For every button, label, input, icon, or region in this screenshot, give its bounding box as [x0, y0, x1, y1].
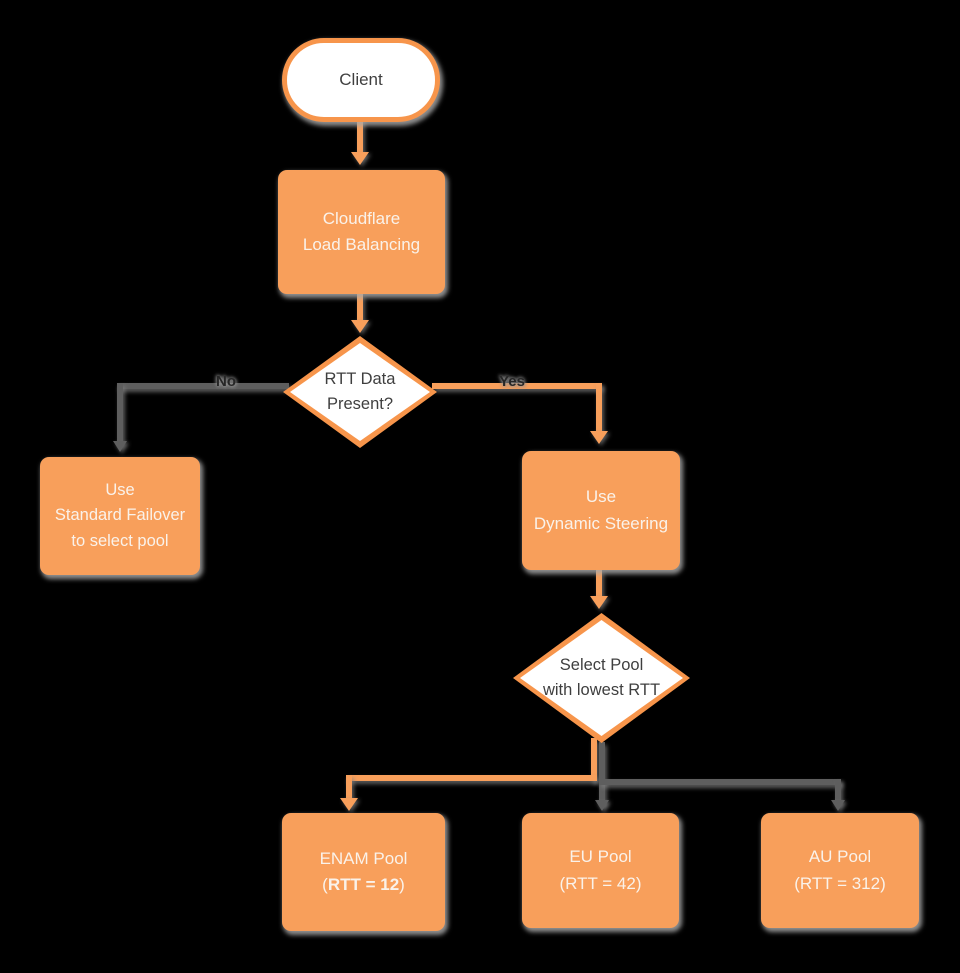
edge-yes-vertical: [596, 383, 602, 433]
arrowhead-into-rtt-diamond-icon: [351, 320, 369, 333]
node-enam-pool: ENAM Pool (RTT = 12): [282, 813, 445, 931]
failover-line3: to select pool: [71, 531, 169, 550]
edge-label-no: No: [216, 373, 236, 390]
arrowhead-into-selectpool-diamond-icon: [590, 596, 608, 609]
failover-line1: Use: [105, 480, 135, 499]
au-line1: AU Pool: [808, 847, 872, 867]
edge-client-to-loadbalancing: [357, 116, 363, 156]
rtt-line2: Present?: [326, 395, 394, 413]
edge-loadbalancing-to-rtt: [357, 294, 363, 322]
selectpool-diamond-label: Select Pool with lowest RTT: [513, 613, 690, 743]
arrowhead-into-loadbalancing-icon: [351, 152, 369, 165]
arrowhead-into-au-icon: [831, 800, 845, 811]
node-select-pool: Select Pool with lowest RTT: [513, 613, 690, 743]
failover-line2: Standard Failover: [54, 506, 186, 525]
arrowhead-into-steering-icon: [590, 431, 608, 444]
edge-no-vertical: [117, 383, 123, 443]
enam-rtt-value: RTT = 12: [327, 875, 400, 894]
enam-line2: (RTT = 12): [322, 872, 405, 898]
steering-line2: Dynamic Steering: [533, 513, 669, 533]
node-au-pool: AU Pool (RTT = 312): [761, 813, 919, 928]
rtt-diamond-label: RTT Data Present?: [283, 336, 437, 448]
node-dynamic-steering: Use Dynamic Steering: [522, 451, 680, 570]
arrowhead-into-enam-icon: [340, 798, 358, 811]
node-load-balancing-line2: Load Balancing: [302, 235, 421, 254]
enam-paren-close: ): [399, 875, 405, 894]
arrowhead-into-eu-icon: [595, 800, 609, 811]
selectpool-line1: Select Pool: [559, 656, 644, 675]
node-rtt-data-present: RTT Data Present?: [283, 336, 437, 448]
edge-yes-horizontal: [432, 383, 602, 389]
node-client: Client: [282, 38, 440, 122]
edge-selectpool-down-orange: [591, 738, 597, 781]
enam-paren-open: (: [322, 875, 328, 894]
edge-to-enam-vertical: [346, 775, 352, 801]
eu-line1: EU Pool: [569, 847, 632, 867]
node-standard-failover: Use Standard Failover to select pool: [40, 457, 200, 575]
au-line2: (RTT = 312): [794, 873, 886, 893]
rtt-line1: RTT Data: [324, 370, 396, 389]
arrowhead-into-failover-icon: [113, 441, 127, 452]
edge-to-au-horizontal: [599, 779, 841, 785]
edge-label-yes: Yes: [499, 373, 525, 390]
edge-steering-to-selectpool: [596, 570, 602, 598]
edge-no-horizontal: [117, 383, 289, 389]
edge-to-au-vertical: [835, 779, 841, 803]
selectpool-line2: with lowest RTT: [542, 681, 661, 699]
node-load-balancing: Cloudflare Load Balancing: [278, 170, 445, 294]
edge-selectpool-down-gray: [599, 742, 605, 804]
node-client-label: Client: [339, 70, 383, 89]
node-load-balancing-line1: Cloudflare: [322, 208, 401, 228]
enam-line1: ENAM Pool: [319, 848, 408, 868]
eu-line2: (RTT = 42): [559, 873, 642, 893]
edge-to-enam-horizontal: [346, 775, 597, 781]
node-eu-pool: EU Pool (RTT = 42): [522, 813, 679, 928]
steering-line1: Use: [585, 487, 617, 507]
